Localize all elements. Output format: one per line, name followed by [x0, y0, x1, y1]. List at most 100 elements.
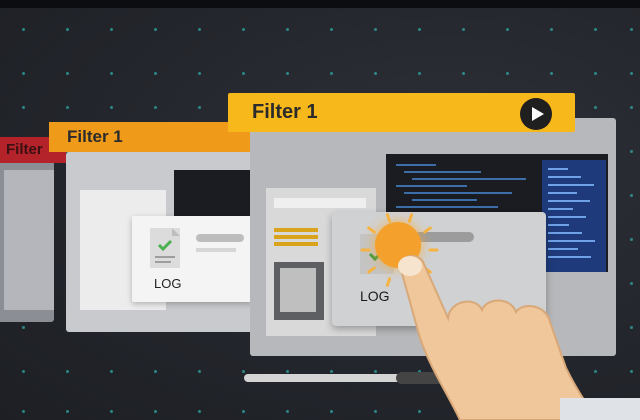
- log-title-placeholder: [196, 234, 244, 242]
- code-line: [548, 168, 568, 170]
- grid-dot: [198, 370, 201, 373]
- log-label: LOG: [154, 276, 182, 291]
- filter-tab-middle[interactable]: Filter 1: [49, 122, 264, 152]
- grid-dot: [594, 106, 597, 109]
- grid-dot: [462, 72, 465, 75]
- log-title-placeholder: [414, 232, 474, 242]
- highlighted-text-lines: [274, 228, 318, 248]
- tap-ray: [360, 248, 371, 252]
- log-label: LOG: [360, 288, 390, 304]
- code-line: [412, 199, 477, 201]
- grid-dot: [242, 72, 245, 75]
- grid-dot: [594, 72, 597, 75]
- code-line: [548, 256, 591, 258]
- grid-dot: [374, 370, 377, 373]
- grid-dot: [110, 28, 113, 31]
- code-line: [548, 240, 595, 242]
- grid-dot: [22, 28, 25, 31]
- grid-dot: [374, 410, 377, 413]
- filter-window-far-left: [0, 160, 54, 322]
- code-line: [548, 200, 590, 202]
- grid-dot: [66, 28, 69, 31]
- grid-dot: [198, 410, 201, 413]
- grid-dot: [374, 72, 377, 75]
- grid-dot: [22, 72, 25, 75]
- search-bar: [274, 198, 366, 208]
- grid-dot: [154, 28, 157, 31]
- grid-dot: [22, 370, 25, 373]
- grid-dot: [374, 28, 377, 31]
- grid-dot: [418, 28, 421, 31]
- grid-dot: [66, 370, 69, 373]
- code-sidebar: [542, 160, 606, 272]
- code-line: [548, 232, 582, 234]
- image-inner: [280, 268, 316, 312]
- grid-dot: [630, 238, 633, 241]
- grid-dot: [22, 326, 25, 329]
- grid-dot: [286, 28, 289, 31]
- code-line: [404, 171, 481, 173]
- grid-dot: [594, 28, 597, 31]
- grid-dot: [66, 72, 69, 75]
- filter-tab-main[interactable]: Filter 1: [228, 93, 575, 132]
- log-popup-middle: LOG: [132, 216, 252, 302]
- grid-dot: [198, 72, 201, 75]
- grid-dot: [330, 72, 333, 75]
- grid-dot: [110, 106, 113, 109]
- grid-dot: [506, 72, 509, 75]
- code-line: [548, 192, 577, 194]
- grid-dot: [418, 410, 421, 413]
- grid-dot: [462, 28, 465, 31]
- grid-dot: [154, 72, 157, 75]
- grid-dot: [154, 106, 157, 109]
- grid-dot: [242, 28, 245, 31]
- sleeve-cuff: [560, 398, 640, 420]
- grid-dot: [22, 410, 25, 413]
- log-line-placeholder: [196, 248, 236, 252]
- grid-dot: [154, 370, 157, 373]
- code-line: [548, 216, 586, 218]
- code-line: [548, 224, 569, 226]
- code-line: [396, 164, 436, 166]
- grid-dot: [330, 370, 333, 373]
- code-line: [548, 248, 578, 250]
- grid-dot: [286, 72, 289, 75]
- grid-dot: [630, 370, 633, 373]
- grid-dot: [630, 282, 633, 285]
- window-content: [4, 170, 54, 310]
- grid-dot: [154, 410, 157, 413]
- grid-dot: [594, 370, 597, 373]
- grid-dot: [630, 72, 633, 75]
- scrollbar-track[interactable]: [244, 374, 484, 382]
- grid-dot: [110, 370, 113, 373]
- grid-dot: [242, 410, 245, 413]
- grid-dot: [198, 28, 201, 31]
- grid-dot: [630, 106, 633, 109]
- grid-dot: [66, 106, 69, 109]
- grid-dot: [110, 72, 113, 75]
- grid-dot: [418, 72, 421, 75]
- grid-dot: [630, 194, 633, 197]
- grid-dot: [506, 28, 509, 31]
- play-icon[interactable]: [520, 98, 552, 130]
- grid-dot: [286, 370, 289, 373]
- code-line: [412, 178, 526, 180]
- code-line: [396, 206, 498, 208]
- code-line: [548, 184, 594, 186]
- grid-dot: [550, 28, 553, 31]
- code-line: [404, 192, 512, 194]
- grid-dot: [66, 410, 69, 413]
- code-line: [548, 208, 573, 210]
- grid-dot: [330, 410, 333, 413]
- grid-dot: [630, 326, 633, 329]
- code-line: [396, 185, 467, 187]
- pointing-hand-icon: [398, 255, 602, 420]
- grid-dot: [198, 106, 201, 109]
- document-check-icon: [150, 228, 180, 268]
- top-letterbox: [0, 0, 640, 8]
- grid-dot: [330, 28, 333, 31]
- grid-dot: [630, 150, 633, 153]
- grid-dot: [630, 28, 633, 31]
- grid-dot: [242, 370, 245, 373]
